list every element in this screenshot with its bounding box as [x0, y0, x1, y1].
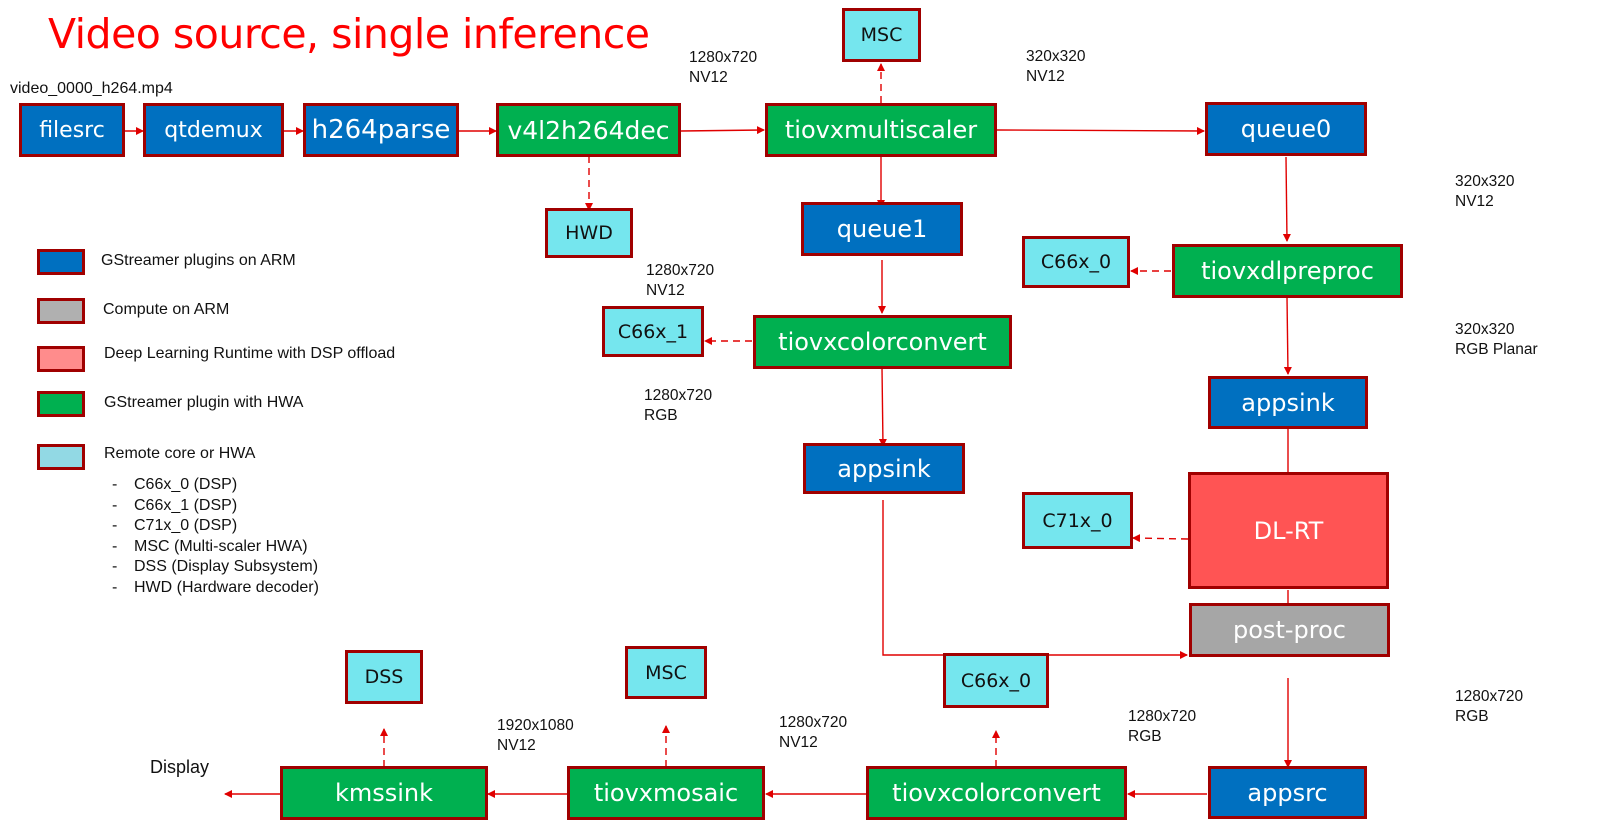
diagram-title: Video source, single inference — [48, 10, 650, 58]
legend-list-item: -C71x_0 (DSP) — [112, 517, 238, 534]
node-tiovxdlpreproc[interactable]: tiovxdlpreproc — [1172, 244, 1403, 298]
legend-list-item: -C66x_1 (DSP) — [112, 496, 238, 514]
node-msc-top[interactable]: MSC — [842, 8, 921, 62]
node-queue0[interactable]: queue0 — [1205, 102, 1367, 156]
legend-swatch-arm-plugin — [37, 249, 85, 275]
node-c71x-0[interactable]: C71x_0 — [1022, 492, 1133, 549]
annotation-mosaic-out: 1920x1080 NV12 — [497, 717, 574, 754]
legend-swatch-remote-core — [37, 444, 85, 470]
edge-colorconvert-appsink — [878, 367, 887, 447]
edge-queue0-preproc — [1282, 156, 1291, 242]
legend-label-arm-plugin: GStreamer plugins on ARM — [101, 252, 296, 269]
legend-swatch-hwa-plugin — [37, 391, 85, 417]
annotation-msc-out: 320x320 NV12 — [1026, 48, 1086, 85]
legend-swatch-dl-runtime — [37, 346, 85, 372]
legend-list-item: -DSS (Display Subsystem) — [112, 558, 319, 575]
node-c66x-0-top[interactable]: C66x_0 — [1022, 236, 1130, 288]
node-appsink-mid[interactable]: appsink — [803, 443, 965, 494]
edge-dec-multiscaler — [680, 126, 765, 135]
node-queue1[interactable]: queue1 — [801, 202, 963, 256]
node-filesrc[interactable]: filesrc — [19, 103, 125, 157]
node-v4l2h264dec[interactable]: v4l2h264dec — [496, 103, 681, 157]
annotation-dec-out: 1280x720 NV12 — [689, 49, 758, 86]
edge-dlrt-c71x — [1132, 534, 1189, 543]
annotation-preproc-out: 320x320 RGB Planar — [1455, 321, 1538, 358]
node-tiovxcolorconvert-top[interactable]: tiovxcolorconvert — [753, 315, 1012, 369]
node-tiovxcolorconvert-bottom[interactable]: tiovxcolorconvert — [866, 766, 1127, 820]
annotation-postproc-out: 1280x720 RGB — [1455, 688, 1524, 725]
annotation-appsrc-out: 1280x720 RGB — [1128, 708, 1197, 745]
annotation-cc-out: 1280x720 RGB — [644, 387, 713, 424]
node-tiovxmultiscaler[interactable]: tiovxmultiscaler — [765, 103, 997, 157]
node-msc-bottom[interactable]: MSC — [625, 646, 707, 699]
source-filename: video_0000_h264.mp4 — [10, 80, 173, 97]
node-kmssink[interactable]: kmssink — [280, 766, 488, 820]
node-qtdemux[interactable]: qtdemux — [143, 103, 284, 157]
annotation-queue0-out: 320x320 NV12 — [1455, 173, 1515, 210]
node-dss[interactable]: DSS — [345, 650, 423, 704]
node-c66x-0-bottom[interactable]: C66x_0 — [943, 653, 1049, 708]
legend-label-dl-runtime: Deep Learning Runtime with DSP offload — [104, 345, 396, 362]
legend-label-hwa-plugin: GStreamer plugin with HWA — [104, 394, 304, 411]
legend-label-remote-core: Remote core or HWA — [104, 445, 256, 462]
display-output-label: Display — [150, 757, 210, 777]
legend-remote-core-list: -C66x_0 (DSP) -C66x_1 (DSP) -C71x_0 (DSP… — [112, 475, 319, 598]
edge-appsink-postproc — [882, 500, 1188, 659]
node-c66x-1[interactable]: C66x_1 — [602, 306, 704, 357]
node-hwd[interactable]: HWD — [545, 208, 633, 258]
node-tiovxmosaic[interactable]: tiovxmosaic — [567, 766, 765, 820]
legend-list-item: -MSC (Multi-scaler HWA) — [112, 537, 308, 555]
edge-multiscaler-queue0 — [996, 126, 1205, 135]
annotation-cc-in: 1280x720 NV12 — [646, 262, 715, 299]
legend-list-item: -HWD (Hardware decoder) — [112, 578, 319, 596]
edge-preproc-appsink — [1283, 296, 1292, 375]
legend-label-compute-arm: Compute on ARM — [103, 301, 230, 318]
annotation-cc-bottom-out: 1280x720 NV12 — [779, 714, 848, 751]
node-dlrt[interactable]: DL-RT — [1188, 472, 1389, 589]
node-appsink-right[interactable]: appsink — [1208, 376, 1368, 429]
node-postproc[interactable]: post-proc — [1189, 603, 1390, 657]
node-appsrc[interactable]: appsrc — [1208, 766, 1367, 819]
legend-list-item: -C66x_0 (DSP) — [112, 476, 238, 493]
legend-swatch-compute-arm — [37, 298, 85, 324]
node-h264parse[interactable]: h264parse — [303, 103, 459, 157]
